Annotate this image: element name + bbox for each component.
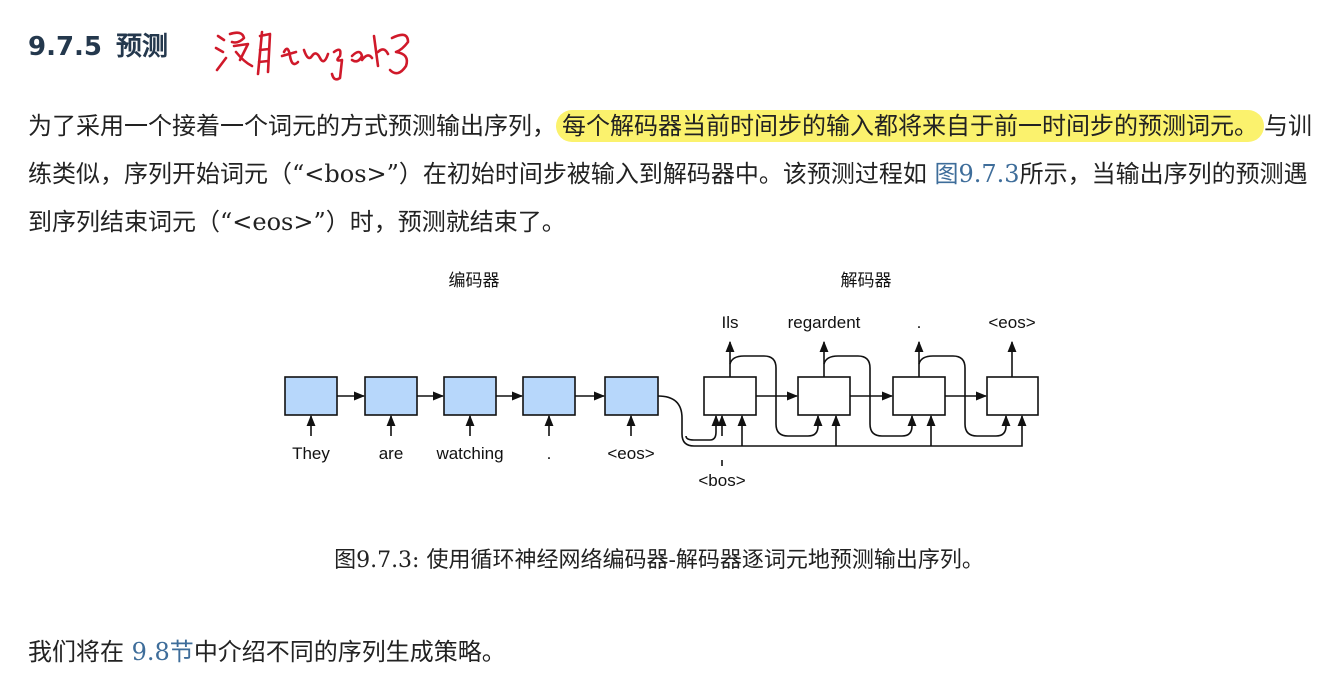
figure-link[interactable]: 图9.7.3 <box>934 160 1020 188</box>
encoder-rnn-cell <box>364 376 418 416</box>
decoder-output-token: Ils <box>722 313 739 332</box>
paragraph-text: 与训练类似，序列开始词元（“<bos>”）在初始时间步被输入到解码器中。该预测过… <box>28 112 1312 188</box>
decoder-output-token: regardent <box>788 313 861 332</box>
paragraph-text: 为了采用一个接着一个词元的方式预测输出序列， <box>28 112 556 140</box>
decoder-rnn-cell <box>797 376 851 416</box>
decoder-start-token: <bos> <box>698 471 745 490</box>
decoder-output-token: . <box>917 313 922 332</box>
encoder-label: 编码器 <box>449 271 500 290</box>
paragraph-text: 所示，当输出序列的预测遇到序列结束词元（“<eos>”）时，预测就结束了。 <box>28 160 1308 236</box>
encoder-input-token: are <box>379 444 404 463</box>
diagram-arrows <box>306 340 1027 466</box>
encoder-input-token: . <box>547 444 552 463</box>
encoder-rnn-cell <box>443 376 497 416</box>
encoder-rnn-cell <box>284 376 338 416</box>
paragraph-prediction: 为了采用一个接着一个词元的方式预测输出序列，每个解码器当前时间步的输入都将来自于… <box>28 102 1312 246</box>
encoder-input-token: They <box>292 444 330 463</box>
paragraph-text: 中介绍不同的序列生成策略。 <box>193 638 506 666</box>
decoder-rnn-cell <box>892 376 946 416</box>
encoder-input-token: <eos> <box>607 444 654 463</box>
paragraph-strategies: 我们将在 9.8节中介绍不同的序列生成策略。 <box>28 632 506 667</box>
highlighted-text: 每个解码器当前时间步的输入都将来自于前一时间步的预测词元。 <box>556 110 1264 142</box>
section-title: 预测 <box>116 32 169 62</box>
decoder-rnn-cell <box>703 376 757 416</box>
handwritten-annotation <box>214 30 410 81</box>
section-heading: 9.7.5 预测 <box>28 26 168 63</box>
encoder-rnn-cell <box>604 376 659 416</box>
encoder-rnn-cell <box>522 376 576 416</box>
section-link[interactable]: 9.8节 <box>131 638 194 666</box>
encoder-input-token: watching <box>435 444 503 463</box>
seq2seq-prediction-diagram: 编码器 解码器 <box>284 271 1039 490</box>
decoder-label: 解码器 <box>841 271 892 290</box>
decoder-rnn-cell <box>986 376 1039 416</box>
section-number: 9.7.5 <box>28 32 103 62</box>
decoder-output-token: <eos> <box>988 313 1035 332</box>
paragraph-text: 我们将在 <box>28 638 132 666</box>
figure-caption: 图9.7.3: 使用循环神经网络编码器-解码器逐词元地预测输出序列。 <box>334 548 984 573</box>
